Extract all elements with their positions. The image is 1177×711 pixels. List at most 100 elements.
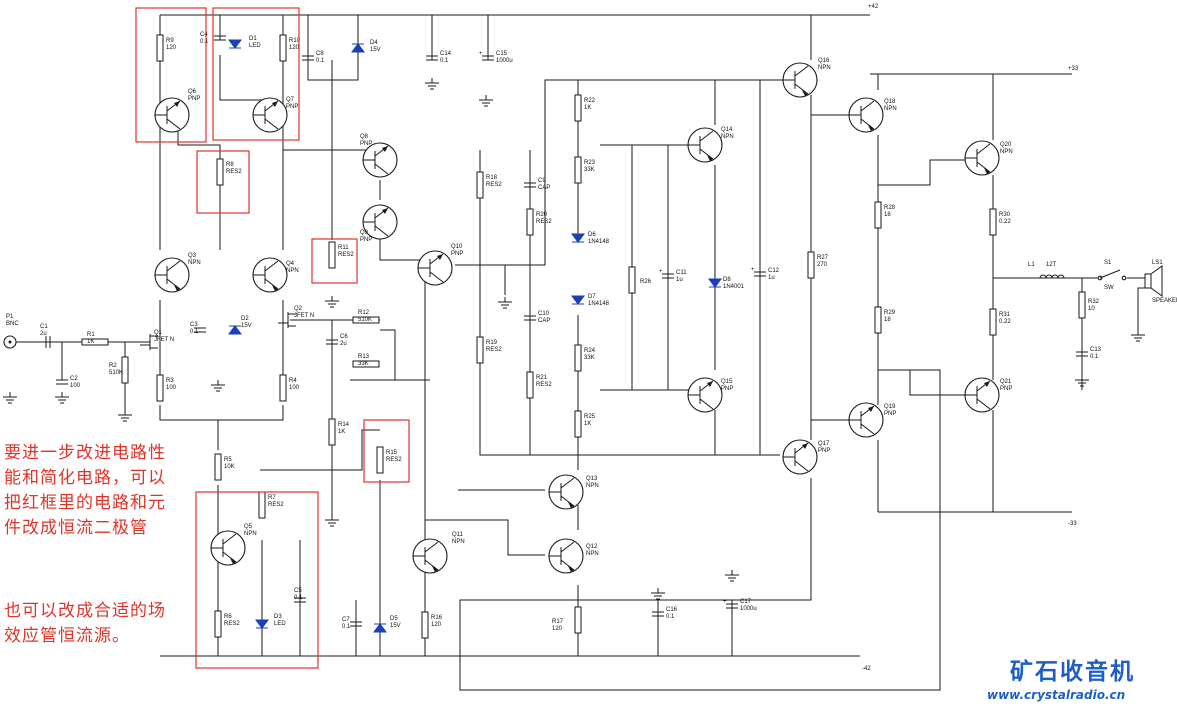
connector-type: BNC xyxy=(6,321,19,327)
capacitor-value: 0.1 xyxy=(316,58,325,64)
transistor-type: PNP xyxy=(451,251,463,257)
ground-symbol xyxy=(1131,330,1145,342)
resistor-ref: R24 xyxy=(584,348,596,354)
note-fet-alternative: 也可以改成合适的场效应管恒流源。 xyxy=(4,601,166,646)
resistor-value: RES2 xyxy=(268,502,284,508)
rail-label-neg42: -42 xyxy=(862,666,871,672)
resistor-value: 10K xyxy=(224,464,235,470)
capacitor-c17 xyxy=(726,603,738,609)
transistor-ref: Q1 xyxy=(154,330,163,336)
capacitor-ref: C16 xyxy=(666,607,678,613)
capacitor-ref: C7 xyxy=(342,617,350,623)
resistor-value: 1K xyxy=(584,105,591,111)
transistor-q8 xyxy=(362,142,398,178)
capacitor-ref: C3 xyxy=(190,322,198,328)
capacitor-ref: C4 xyxy=(200,32,208,38)
resistor-r32 xyxy=(1078,291,1086,319)
resistor-r27 xyxy=(807,251,815,279)
transistor-type: NPN xyxy=(818,65,831,71)
resistor-r20 xyxy=(526,208,534,236)
transistor-type: NPN xyxy=(884,106,897,112)
resistor-r13 xyxy=(352,360,380,368)
resistor-r18 xyxy=(476,171,484,199)
capacitor-value: 0.1 xyxy=(1090,354,1099,360)
component-labels: +42+33-33-42R9120R10120R8RES2R11RES2R11K… xyxy=(6,4,1177,672)
diode-d2 xyxy=(228,325,242,335)
speaker-ref: LS1 xyxy=(1152,260,1163,266)
resistor-ref: R28 xyxy=(884,205,896,211)
ground-symbol xyxy=(55,392,69,404)
resistor-value: 510K xyxy=(358,317,372,323)
highlight-box-5 xyxy=(363,419,410,483)
resistor-r11 xyxy=(328,241,336,269)
inductor-ref: L1 xyxy=(1028,262,1035,268)
resistor-r23 xyxy=(574,156,582,184)
resistor-value: 120 xyxy=(431,622,442,628)
capacitor-c2 xyxy=(56,379,68,385)
resistor-value: RES2 xyxy=(536,382,552,388)
transistor-q19 xyxy=(848,402,884,438)
resistor-value: 33K xyxy=(358,361,369,367)
highlight-box-3 xyxy=(196,150,250,214)
resistor-value: 100 xyxy=(166,385,177,391)
switch-s1 xyxy=(1097,269,1127,281)
resistor-r14 xyxy=(328,418,336,446)
transistor-ref: Q21 xyxy=(1000,379,1012,385)
transistor-q18 xyxy=(848,97,884,133)
capacitor-c10 xyxy=(524,315,536,321)
capacitor-c7 xyxy=(350,621,362,627)
resistor-r17 xyxy=(574,606,582,634)
resistor-r26 xyxy=(628,266,636,294)
diode-ref: D1 xyxy=(249,36,257,42)
transistor-ref: Q5 xyxy=(244,524,253,530)
resistor-value: RES2 xyxy=(486,182,502,188)
transistor-type: NPN xyxy=(586,483,599,489)
rail-label-pos33: +33 xyxy=(1068,66,1079,72)
diode-ref: D2 xyxy=(241,316,249,322)
capacitor-c5 xyxy=(294,597,306,603)
rail-label-neg33: -33 xyxy=(1068,521,1077,527)
capacitor-value: 0.1 xyxy=(342,624,351,630)
switch-value: SW xyxy=(1104,285,1114,291)
diode-value: 1N4001 xyxy=(723,284,745,290)
diode-ref: D3 xyxy=(274,614,282,620)
capacitor-value: 1000u xyxy=(740,606,757,612)
diode-d1 xyxy=(228,39,242,49)
transistor-q17 xyxy=(782,439,818,475)
transistor-type: PNP xyxy=(721,386,733,392)
capacitor-ref: C5 xyxy=(294,588,302,594)
ground-symbol xyxy=(325,515,339,527)
transistor-type: PNP xyxy=(1000,386,1012,392)
ground-symbol xyxy=(3,392,17,404)
capacitor-value: 1u xyxy=(676,277,683,283)
ground-symbol xyxy=(118,410,132,422)
resistor-r16 xyxy=(421,611,429,639)
capacitor-ref: C14 xyxy=(440,51,452,57)
transistor-q13 xyxy=(548,474,584,510)
capacitor-c4 xyxy=(214,35,226,41)
resistor-r12 xyxy=(352,316,380,324)
transistor-q16 xyxy=(782,62,818,98)
resistor-ref: R23 xyxy=(584,160,596,166)
speaker-ls1 xyxy=(1144,265,1163,297)
transistor-type: PNP xyxy=(818,448,830,454)
transistor-ref: Q19 xyxy=(884,404,896,410)
resistor-r1 xyxy=(81,338,109,346)
capacitor-c15 xyxy=(482,55,494,61)
resistor-r28 xyxy=(874,201,882,229)
resistor-r30 xyxy=(989,208,997,236)
diode-d5 xyxy=(373,623,387,633)
resistor-ref: R9 xyxy=(166,38,174,44)
resistor-ref: R6 xyxy=(224,614,232,620)
capacitor-c3 xyxy=(194,327,206,333)
resistor-r5 xyxy=(214,453,222,481)
highlight-boxes xyxy=(135,7,410,669)
transistor-ref: Q6 xyxy=(188,89,197,95)
diode-ref: D5 xyxy=(390,616,398,622)
diode-value: 15V xyxy=(390,623,401,629)
resistor-ref: R8 xyxy=(226,162,234,168)
resistor-ref: R14 xyxy=(338,422,350,428)
resistor-r19 xyxy=(476,336,484,364)
diode-value: LED xyxy=(249,43,261,49)
diode-ref: D7 xyxy=(588,294,596,300)
